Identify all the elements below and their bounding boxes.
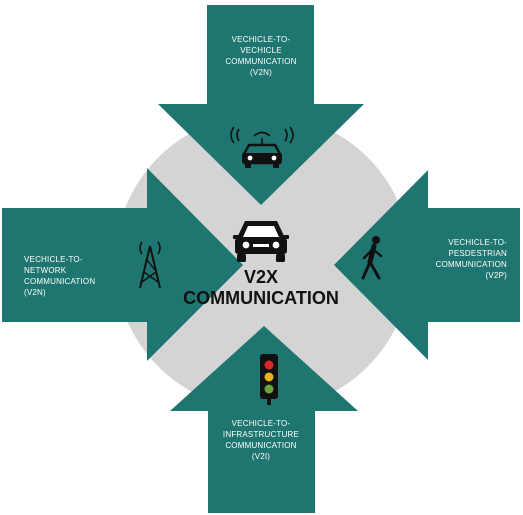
arrow-bottom-line-3: COMMUNICATION — [225, 441, 297, 450]
arrow-bottom-line-2: INFRASTRUCTURE — [222, 430, 300, 439]
arrow-right-label: VECHICLE-TO- PESDESTRIAN COMMUNICATION (… — [393, 237, 507, 281]
signal-yellow — [264, 372, 274, 382]
arrow-bottom-label: VECHICLE-TO- INFRASTRUCTURE COMMUNICATIO… — [213, 418, 309, 462]
arrow-bottom-line-1: VECHICLE-TO- — [231, 419, 291, 428]
arrow-right — [334, 170, 520, 360]
center-title: V2X COMMUNICATION — [161, 267, 361, 309]
arrow-left-line-1: VECHICLE-TO- — [24, 255, 83, 264]
traffic-light-icon — [260, 354, 278, 405]
arrow-right-line-1: VECHICLE-TO- — [448, 238, 507, 247]
center-circle — [115, 114, 411, 410]
arrow-right-line-4: (V2P) — [485, 271, 507, 280]
signal-green — [264, 384, 274, 394]
connected-car-icon — [230, 126, 294, 168]
arrow-bottom-line-4: (V2I) — [251, 452, 271, 461]
arrow-top-line-1: VECHICLE-TO- — [231, 35, 291, 44]
cell-tower-icon — [139, 241, 161, 289]
arrow-top — [158, 5, 364, 205]
arrow-bottom — [170, 326, 358, 513]
arrow-left-label: VECHICLE-TO- NETWORK COMMUNICATION (V2N) — [24, 254, 144, 298]
arrow-right-line-2: PESDESTRIAN — [448, 249, 507, 258]
arrow-top-line-2: VECHICLE — [240, 46, 282, 55]
pedestrian-icon — [361, 236, 383, 280]
arrow-top-line-3: COMMUNICATION — [225, 57, 297, 66]
car-icon — [233, 221, 289, 262]
arrow-left — [2, 168, 243, 361]
arrow-right-line-3: COMMUNICATION — [435, 260, 507, 269]
signal-red — [264, 360, 274, 370]
center-title-line-1: V2X — [243, 267, 279, 287]
arrow-top-line-4: (V2N) — [250, 68, 272, 77]
center-title-line-2: COMMUNICATION — [183, 288, 339, 308]
arrow-left-line-4: (V2N) — [24, 288, 46, 297]
arrow-top-label: VECHICLE-TO- VECHICLE COMMUNICATION (V2N… — [213, 34, 309, 78]
arrow-left-line-3: COMMUNICATION — [24, 277, 96, 286]
arrow-left-line-2: NETWORK — [24, 266, 67, 275]
